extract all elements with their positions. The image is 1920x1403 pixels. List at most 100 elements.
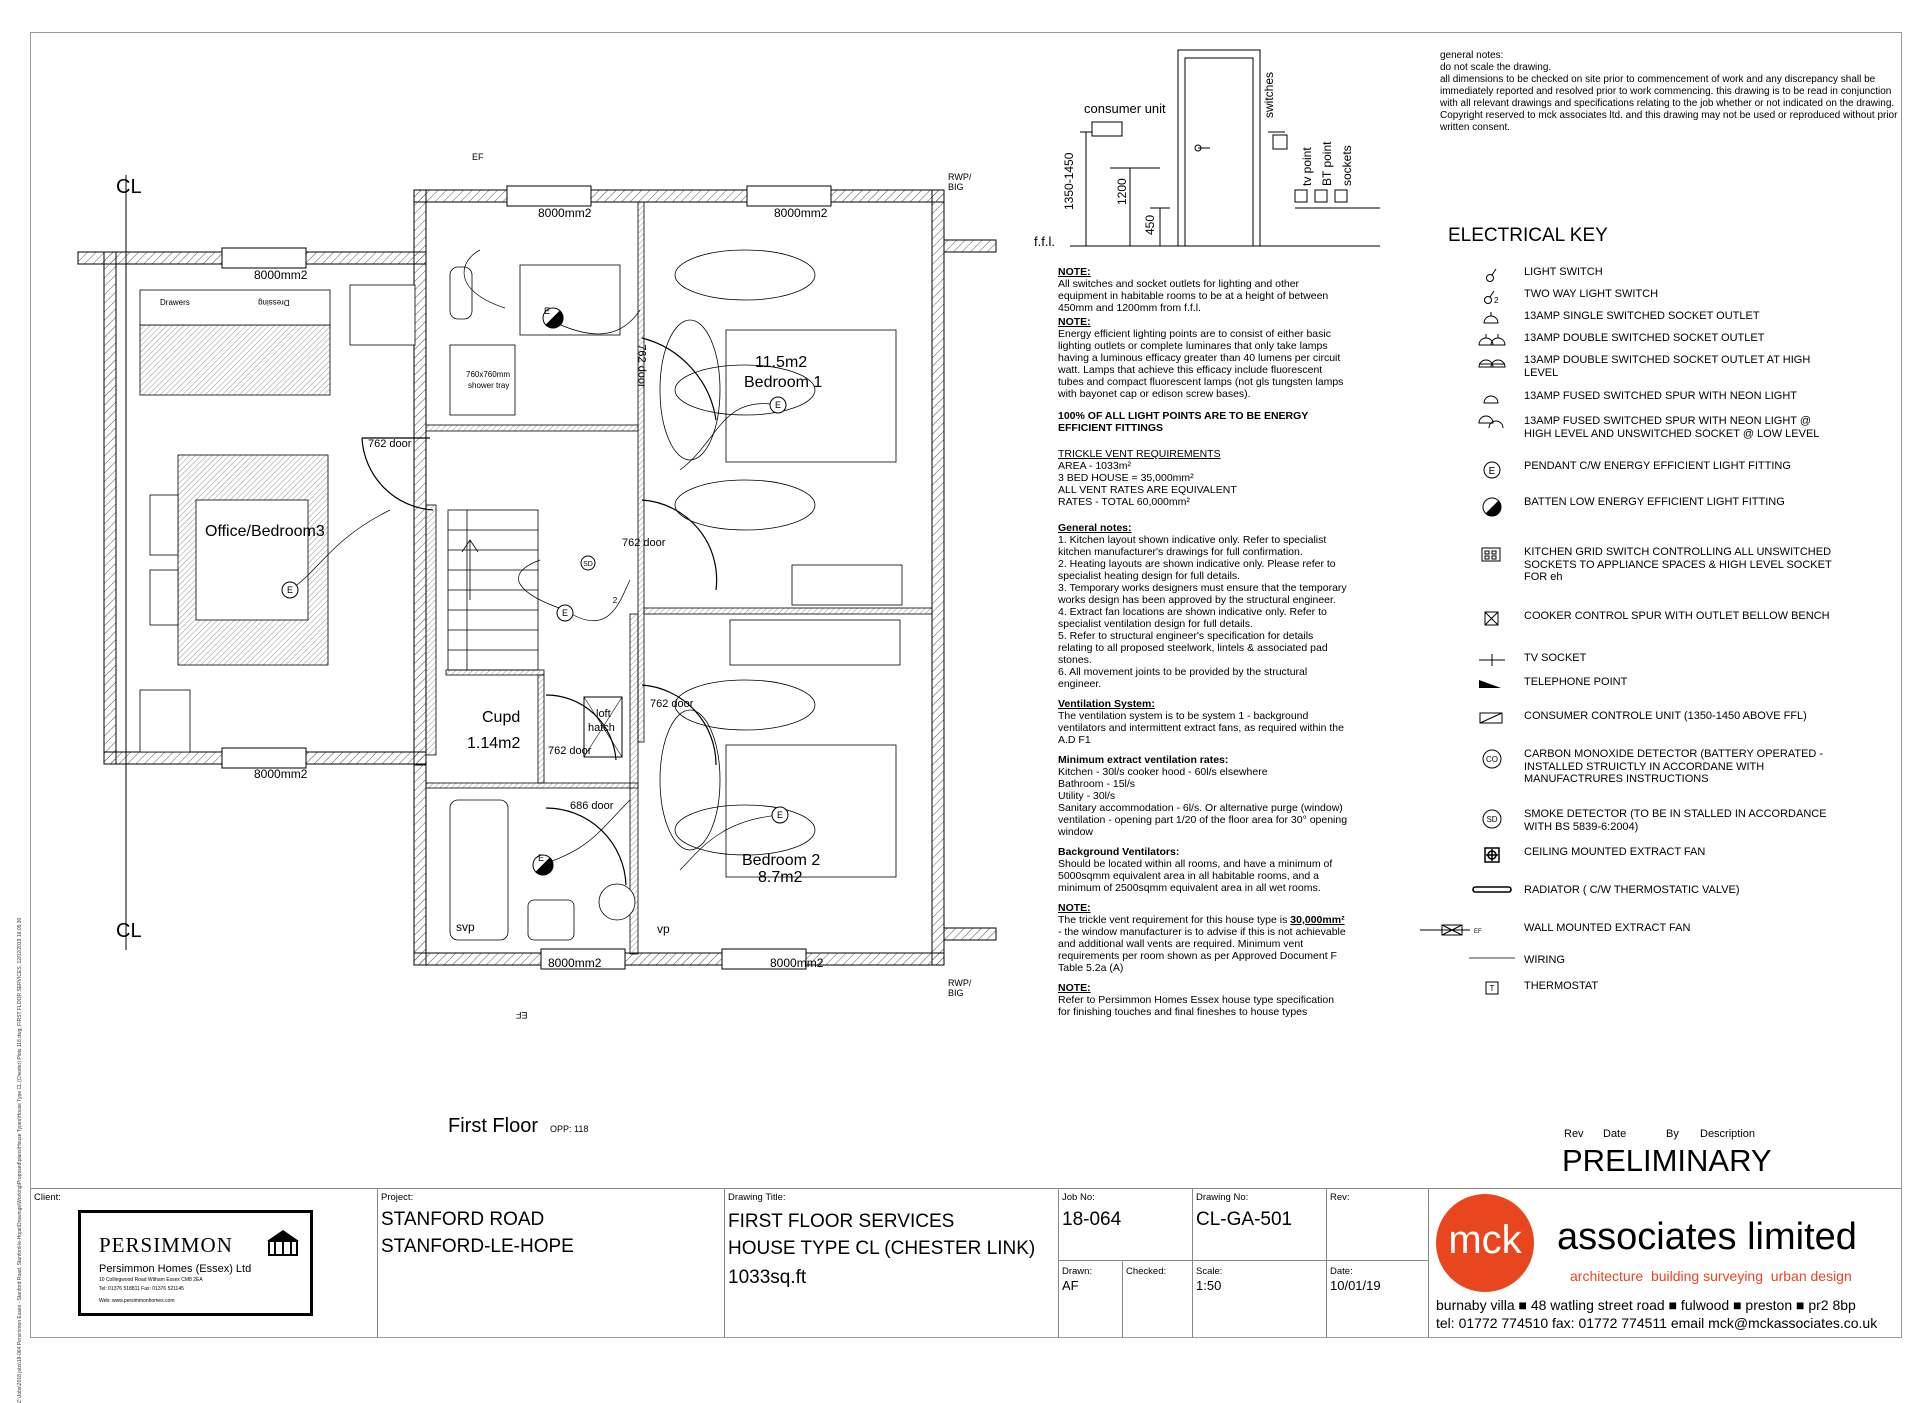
door-label: 762 door: [368, 438, 412, 450]
bt-point-label: BT point: [1320, 141, 1334, 186]
vent-label: 8000mm2: [774, 206, 828, 220]
kitchen-grid-icon: [1460, 546, 1524, 566]
svg-text:EF: EF: [1474, 929, 1482, 935]
by-header: By: [1666, 1128, 1679, 1140]
smoke-detector-icon: SD: [1460, 808, 1524, 829]
single-socket-icon: [1460, 310, 1524, 330]
client-tel: Tel: 01376 518811 Fax: 01376 521145: [99, 1286, 184, 1292]
pendant-lights: [281, 396, 789, 824]
pendant-label: E: [775, 400, 781, 410]
pendant-icon: E: [1460, 460, 1524, 480]
tv-point-label: tv point: [1300, 147, 1314, 186]
pendant-label: E: [562, 608, 568, 618]
dimension-label: 1200: [1115, 178, 1129, 205]
extract-fan-label: EF: [516, 1010, 528, 1020]
dimension-label: 1350-1450: [1062, 152, 1076, 210]
title-divider: [1058, 1260, 1428, 1261]
company-address: burnaby villa ■ 48 watling street road ■…: [1436, 1297, 1856, 1313]
project-line2: STANFORD-LE-HOPE: [381, 1236, 574, 1257]
company-services: architecture building surveying urban de…: [1570, 1268, 1852, 1284]
title-block: [30, 1188, 1902, 1339]
opp-label: OPP: 118: [550, 1124, 589, 1134]
batten-icon: [1460, 496, 1524, 517]
vent-label: 8000mm2: [548, 956, 602, 970]
fused-spur-icon: [1460, 390, 1524, 410]
mck-logo: mck: [1436, 1194, 1534, 1292]
switches-label: switches: [1262, 71, 1276, 118]
drawn-value: AF: [1062, 1278, 1079, 1293]
wiring: [289, 249, 781, 871]
bedroom1-area: 11.5m2: [755, 354, 808, 371]
telephone-icon: [1460, 676, 1524, 696]
bedroom1-name: Bedroom 1: [744, 374, 823, 391]
key-row: LIGHT SWITCH: [1460, 266, 1834, 286]
key-row: TV SOCKET: [1460, 652, 1834, 672]
key-row: BATTEN LOW ENERGY EFFICIENT LIGHT FITTIN…: [1460, 496, 1834, 517]
smoke-detector-label: SD: [583, 561, 593, 568]
key-row: CONSUMER CONTROLE UNIT (1350-1450 ABOVE …: [1460, 710, 1834, 730]
floor-title: First Floor: [448, 1115, 538, 1137]
title-cell: [724, 1188, 725, 1338]
drawers-label: Drawers: [160, 298, 190, 307]
wiring-icon: [1460, 954, 1524, 974]
cooker-spur-icon: [1460, 610, 1524, 630]
key-row: COOKER CONTROL SPUR WITH OUTLET BELLOW B…: [1460, 610, 1834, 630]
key-row: WIRING: [1460, 954, 1834, 974]
drawn-label: Drawn:: [1062, 1266, 1093, 1277]
company-contact: tel: 01772 774510 fax: 01772 774511 emai…: [1436, 1315, 1878, 1331]
batten-label: E: [538, 853, 544, 863]
company-cell: [1428, 1188, 1429, 1338]
ceiling-fan-icon: [1460, 846, 1524, 866]
key-row: T THERMOSTAT: [1460, 980, 1834, 1000]
scale-cell: [1192, 1260, 1193, 1338]
scale-value: 1:50: [1196, 1278, 1222, 1293]
office-name: Office/Bedroom3: [205, 523, 325, 540]
rev-header: Rev: [1564, 1128, 1584, 1140]
batten-lights: [532, 307, 564, 876]
drawing-title-line3: 1033sq.ft: [728, 1267, 807, 1288]
job-label: Job No:: [1062, 1192, 1095, 1203]
radiator-icon: [1460, 884, 1524, 904]
client-web: Web: www.persimmonhomes.com: [99, 1298, 175, 1304]
switch-label: 2: [613, 596, 618, 605]
key-row: 13AMP DOUBLE SWITCHED SOCKET OUTLET AT H…: [1460, 354, 1834, 379]
co-detector-icon: CO: [1460, 748, 1524, 769]
svg-text:T: T: [1490, 984, 1495, 993]
shower-tray-label: shower tray: [468, 381, 510, 390]
persimmon-logo: PERSIMMON: [99, 1233, 233, 1257]
loft-hatch-label: loft: [596, 708, 611, 720]
date-label: Date:: [1330, 1266, 1353, 1277]
checked-cell: [1122, 1260, 1123, 1338]
floor-plan: E E E E E E SD 2: [77, 175, 997, 970]
general-notes: general notes: do not scale the drawing.…: [1440, 50, 1898, 133]
dressing-label: Dressing: [258, 298, 290, 307]
vent-label: 8000mm2: [770, 956, 824, 970]
two-way-switch-icon: 2: [1460, 288, 1524, 308]
ffl-label: f.f.l.: [1034, 234, 1055, 249]
key-row: EF WALL MOUNTED EXTRACT FAN: [1420, 922, 1834, 942]
elevation-diagram: [1070, 49, 1380, 247]
job-number: 18-064: [1062, 1209, 1122, 1230]
key-row: E PENDANT C/W ENERGY EFFICIENT LIGHT FIT…: [1460, 460, 1834, 480]
project-cell: [377, 1188, 378, 1338]
svg-text:E: E: [1489, 466, 1496, 477]
project-label: Project:: [381, 1192, 414, 1203]
dimension-label: 450: [1143, 214, 1157, 235]
rwp-label: RWP/ BIG: [948, 172, 972, 192]
client-logo-box: PERSIMMON Persimmon Homes (Essex) Ltd 10…: [78, 1210, 313, 1316]
internal-walls: [425, 201, 933, 955]
furniture: [139, 264, 903, 941]
scale-label: Scale:: [1196, 1266, 1223, 1277]
checked-label: Checked:: [1126, 1266, 1167, 1277]
batten-label: E: [544, 306, 550, 316]
drawing-title-line1: FIRST FLOOR SERVICES: [728, 1211, 955, 1232]
cupd-area: 1.14m2: [467, 735, 521, 752]
key-row: 13AMP FUSED SWITCHED SPUR WITH NEON LIGH…: [1460, 390, 1834, 410]
key-row: 13AMP FUSED SWITCHED SPUR WITH NEON LIGH…: [1460, 415, 1834, 440]
loft-hatch-label: hatch: [588, 722, 615, 734]
key-row: 2 TWO WAY LIGHT SWITCH: [1460, 288, 1834, 308]
consumer-unit-icon: [1460, 710, 1524, 730]
svg-text:CO: CO: [1486, 755, 1498, 764]
drawing-title-line2: HOUSE TYPE CL (CHESTER LINK): [728, 1238, 1036, 1259]
vp-label: vp: [657, 922, 670, 936]
